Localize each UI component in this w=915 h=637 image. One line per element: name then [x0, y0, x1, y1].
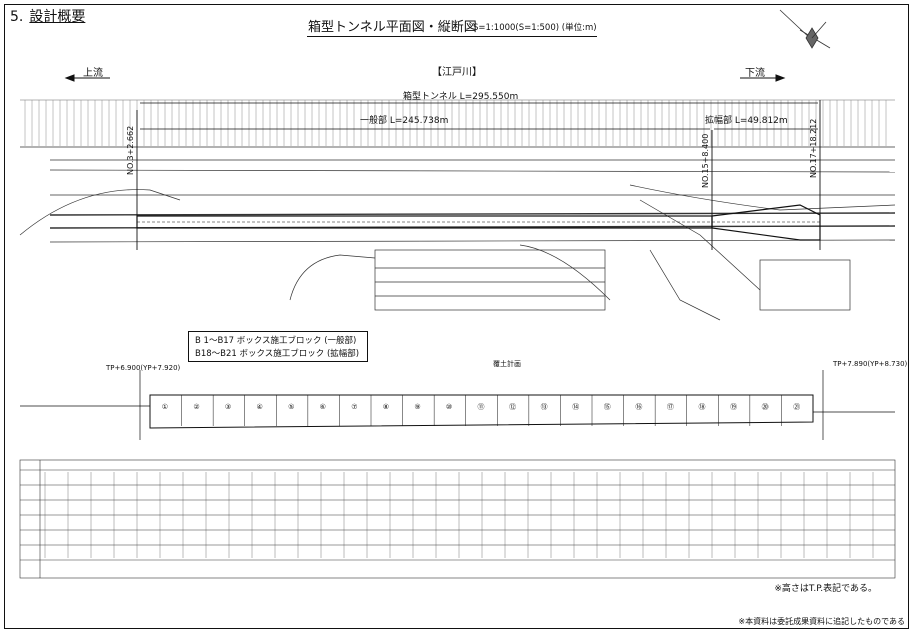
section-heading: 5. 設計概要: [10, 10, 85, 24]
station-start: NO.3+2.662: [126, 125, 135, 175]
block-label: ③: [224, 403, 232, 411]
hatch-lines: [24, 100, 887, 146]
block-label: ⑭: [572, 403, 580, 411]
river-name: 【江戸川】: [432, 67, 482, 78]
block-label: ⑳: [761, 403, 769, 411]
drawing-title: 箱型トンネル平面図・縦断図: [308, 20, 477, 35]
plan-hatch-top: [20, 99, 895, 148]
block-legend: B 1～B17 ボックス施工ブロック (一般部) B18～B21 ボックス施工ブ…: [188, 331, 368, 362]
station-mid: NO.15+8.400: [701, 133, 710, 188]
length-dimensions: [140, 102, 818, 130]
right-level: TP+7.890(YP+8.730): [833, 360, 908, 368]
flow-arrows: [64, 74, 786, 82]
left-level: TP+6.900(YP+7.920): [106, 364, 181, 372]
block-label: ②: [193, 403, 200, 411]
station-lines: [136, 100, 821, 250]
block-label: ⑨: [414, 403, 421, 411]
drawing-scale: S=1:1000(S=1:500) (単位:m): [473, 23, 597, 33]
upstream-label: 上流: [83, 68, 103, 79]
north-arrow-icon: [779, 9, 831, 49]
section-title: 設計概要: [29, 9, 86, 25]
table-ticks: [44, 472, 874, 558]
tunnel-total-length: 箱型トンネル L=295.550m: [403, 92, 519, 102]
parking-blocks: [289, 249, 851, 321]
block-label: ⑩: [445, 403, 453, 411]
profile-table: [19, 459, 896, 579]
block-label: ⑰: [666, 403, 674, 411]
drawing-frame: [4, 4, 909, 629]
block-label: ⑧: [382, 403, 390, 411]
station-end: NO.17+18.212: [809, 118, 818, 178]
block-label: ⑮: [603, 403, 611, 411]
note-source: ※本資料は委託成果資料に追記したものである: [738, 617, 905, 626]
block-label: ⑬: [540, 403, 548, 411]
block-label: ①: [161, 403, 169, 411]
title-underline: [307, 36, 597, 37]
block-label: ⑫: [509, 403, 517, 411]
block-label: ⑥: [319, 403, 326, 411]
block-label: ④: [256, 403, 263, 411]
legend-general: B 1～B17 ボックス施工ブロック (一般部): [195, 336, 357, 346]
block-label: ⑦: [351, 403, 358, 411]
legend-widened: B18～B21 ボックス施工ブロック (拡幅部): [195, 349, 360, 359]
block-label: ⑲: [730, 403, 738, 411]
block-label: ⑯: [635, 403, 643, 411]
plan-roads: [19, 159, 896, 301]
block-label: ⑪: [477, 403, 485, 411]
overlay-label: 覆土計画: [493, 360, 521, 368]
block-label: ㉑: [793, 403, 801, 411]
block-dividers: [181, 395, 782, 426]
downstream-label: 下流: [745, 68, 765, 79]
block-label: ⑤: [288, 403, 295, 411]
widened-section-length: 拡幅部 L=49.812m: [705, 116, 788, 126]
tunnel-plan: [136, 204, 821, 241]
block-label: ⑱: [698, 403, 706, 411]
general-section-length: 一般部 L=245.738m: [360, 116, 449, 126]
note-tp: ※高さはT.P.表記である。: [774, 584, 877, 594]
section-number: 5.: [10, 9, 24, 25]
